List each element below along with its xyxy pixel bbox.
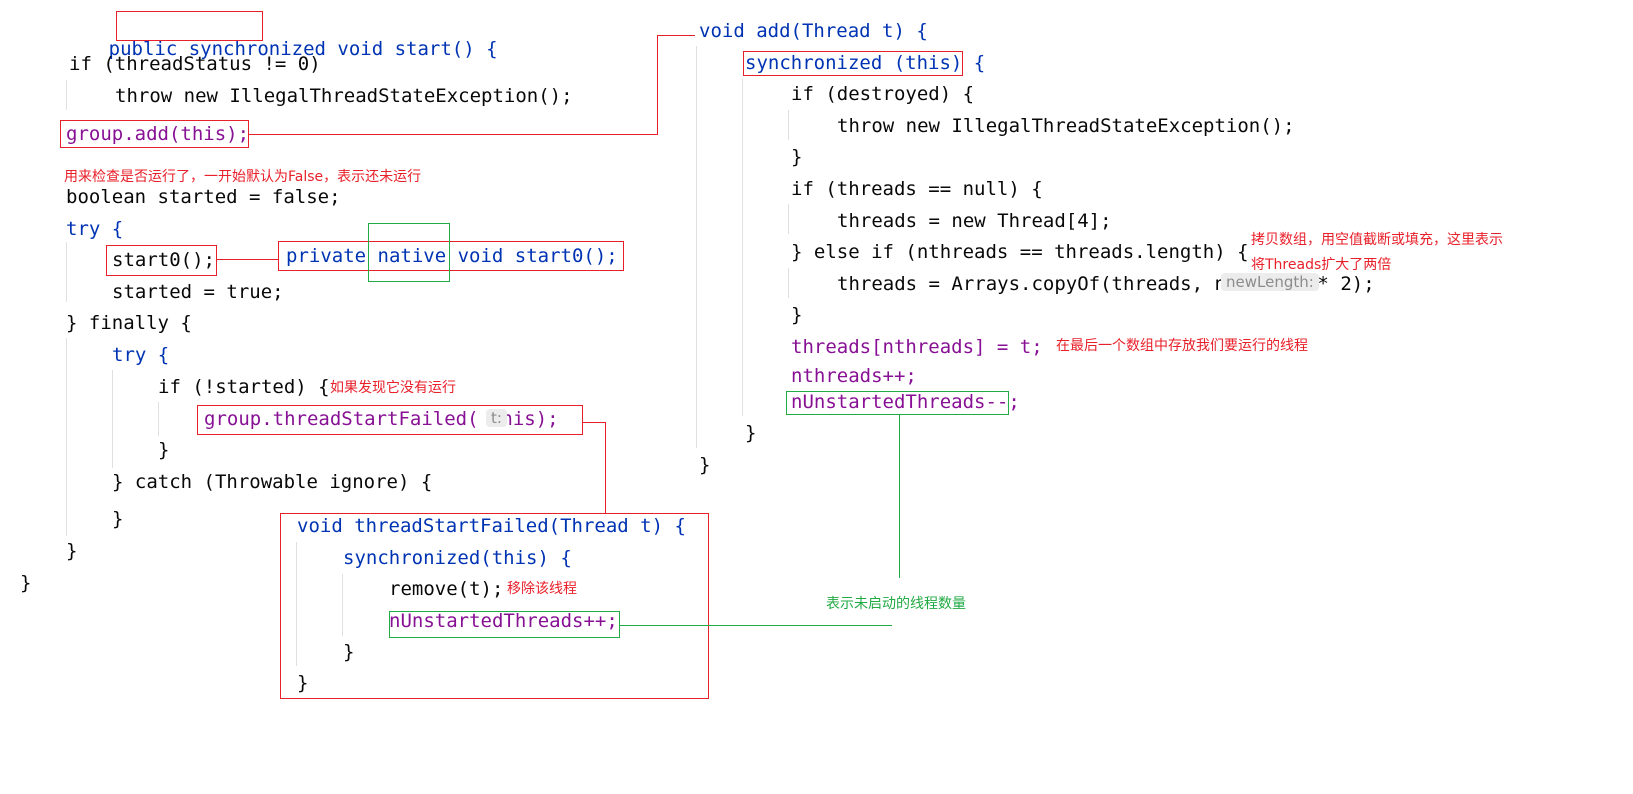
highlight-group-add <box>60 120 249 148</box>
code-line-if-not-started: if (!started) { <box>158 376 330 398</box>
native-start0-declaration: private native void start0(); <box>286 245 618 267</box>
note-started-flag: 用来检查是否运行了，一开始默认为False，表示还未运行 <box>64 169 422 185</box>
parameter-hint-t: t: <box>486 409 507 427</box>
note-not-running: 如果发现它没有运行 <box>330 380 456 396</box>
start-signature-keyword: public synchronized void start() { <box>108 38 498 60</box>
code-line-close-if-destroyed: } <box>791 146 803 168</box>
indent-guide <box>66 242 67 302</box>
code-line-close-catch: } <box>112 508 124 530</box>
code-line-try: try { <box>66 218 124 240</box>
code-text: group.threadStartFailed( this); <box>204 408 559 430</box>
indent-guide <box>66 80 67 110</box>
code-line-add-signature: void add(Thread t) { <box>699 20 928 42</box>
indent-guide <box>696 46 697 448</box>
indent-guide <box>788 268 789 298</box>
code-line-unstarted-increment: nUnstartedThreads++; <box>389 610 618 632</box>
highlight-native-keyword <box>368 223 450 282</box>
code-line-close-synchronized: } <box>745 422 757 444</box>
connector-tsf-horizontal <box>583 422 605 423</box>
code-line-start-signature: public synchronized void start() { <box>40 13 498 85</box>
code-line-boolean-started: boolean started = false; <box>66 186 341 208</box>
code-line-thread-start-failed-call: group.threadStartFailed( this); <box>204 407 559 431</box>
code-line-tsf-close: } <box>297 672 309 694</box>
code-line-close-else: } <box>791 304 803 326</box>
highlight-unstarted-decrement <box>786 391 1009 415</box>
note-copy-array-1: 拷贝数组，用空值截断或填充，这里表示 <box>1251 232 1503 248</box>
highlight-synchronized-start <box>116 11 263 41</box>
code-line-close-finally: } <box>66 540 78 562</box>
indent-guide <box>66 338 67 536</box>
code-line-close-if: } <box>158 439 170 461</box>
code-line-new-thread-array: threads = new Thread[4]; <box>837 210 1112 232</box>
code-line-unstarted-decrement: nUnstartedThreads--; <box>791 391 1020 413</box>
connector-tsf-vertical <box>605 422 606 513</box>
note-store-last: 在最后一个数组中存放我们要运行的线程 <box>1056 338 1308 354</box>
connector-group-add-horizontal <box>249 134 657 135</box>
code-line-nthreads-increment: nthreads++; <box>791 365 917 387</box>
connector-group-add-vertical <box>657 35 658 135</box>
code-line-started-true: started = true; <box>112 281 284 303</box>
code-line-start0-call: start0(); <box>112 249 215 271</box>
code-line-tsf-signature: void threadStartFailed(Thread t) { <box>297 515 686 537</box>
indent-guide <box>342 574 343 636</box>
connector-start0-to-native <box>217 259 278 260</box>
code-line-finally: } finally { <box>66 312 192 334</box>
highlight-thread-start-failed-method <box>280 513 709 699</box>
code-line-assign-last: threads[nthreads] = t; <box>791 336 1043 358</box>
highlight-synchronized-this <box>743 51 963 76</box>
code-line-tsf-close-sync: } <box>343 641 355 663</box>
indent-guide <box>788 204 789 234</box>
highlight-unstarted-increment <box>389 611 620 638</box>
code-line-throw: throw new IllegalThreadStateException(); <box>115 85 573 107</box>
code-line-throw-add: throw new IllegalThreadStateException(); <box>837 115 1295 137</box>
code-line-synchronized-this: synchronized (this) { <box>745 52 986 74</box>
code-line-tsf-synchronized: synchronized(this) { <box>343 547 572 569</box>
code-line-group-add: group.add(this); <box>66 123 250 145</box>
connector-unstarted-decrement-vertical <box>899 415 900 578</box>
indent-guide <box>158 402 159 436</box>
code-line-catch: } catch (Throwable ignore) { <box>112 471 433 493</box>
indent-guide <box>112 370 113 468</box>
indent-guide <box>788 110 789 140</box>
code-line-if-threads-null: if (threads == null) { <box>791 178 1043 200</box>
code-line-remove: remove(t); <box>389 578 504 600</box>
parameter-hint-new-length: newLength: <box>1221 273 1319 291</box>
connector-unstarted-increment-horizontal <box>620 625 892 626</box>
code-line-close-method: } <box>20 572 32 594</box>
code-line-if-thread-status: if (threadStatus != 0) <box>69 53 321 75</box>
code-line-else-if-length: } else if (nthreads == threads.length) { <box>791 241 1249 263</box>
connector-group-add-to-add <box>657 35 695 36</box>
note-unstarted-count: 表示未启动的线程数量 <box>826 596 966 612</box>
indent-guide <box>742 78 743 416</box>
note-remove-thread: 移除该线程 <box>507 581 577 597</box>
highlight-thread-start-failed-call <box>197 405 583 435</box>
code-line-inner-try: try { <box>112 344 170 366</box>
note-copy-array-2: 将Threads扩大了两倍 <box>1251 257 1392 273</box>
code-line-close-add: } <box>699 454 711 476</box>
code-line-if-destroyed: if (destroyed) { <box>791 83 975 105</box>
highlight-start0-call <box>106 245 217 276</box>
indent-guide <box>296 542 297 666</box>
highlight-native-declaration <box>278 241 624 271</box>
